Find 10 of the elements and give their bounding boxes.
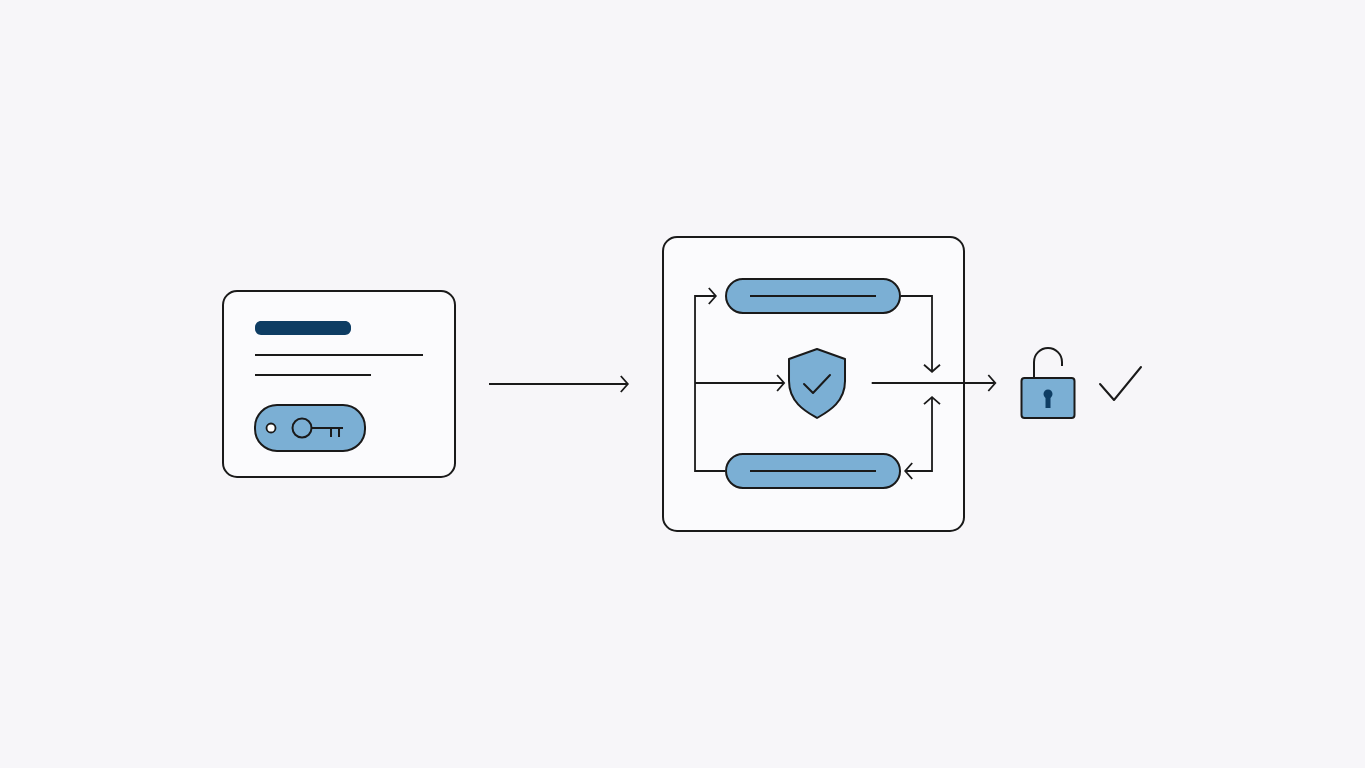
arrow [694,287,726,472]
padlock-icon [1020,347,1076,419]
pill-bar [725,278,901,314]
arrow [904,396,941,480]
pill-bar [725,453,901,489]
shield-icon [788,348,846,419]
arrow [870,374,997,392]
arrow [488,375,629,393]
arrow [694,374,786,392]
arrow [900,295,941,373]
